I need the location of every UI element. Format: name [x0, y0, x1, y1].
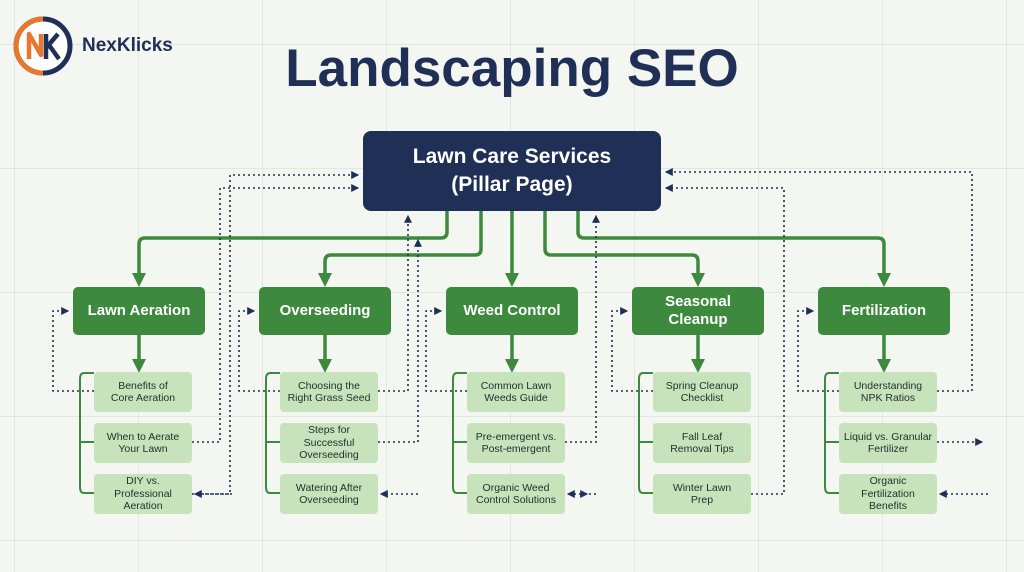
subtopic-node: Pre-emergent vs.Post-emergent: [467, 423, 565, 463]
subtopic-label: Pre-emergent vs.: [475, 430, 557, 443]
subtopic-label: Winter Lawn: [672, 481, 732, 494]
subtopic-label: Choosing the: [298, 379, 360, 392]
subtopic-label: Core Aeration: [110, 392, 176, 404]
subtopic-label: Your Lawn: [118, 443, 168, 455]
subtopic-label: Control Solutions: [476, 494, 556, 506]
nexklicks-logo-icon: [13, 16, 73, 76]
category-node: Fertilization: [818, 287, 950, 335]
category-label: Seasonal: [665, 293, 731, 310]
subtopic-bracket-line: [452, 372, 467, 494]
subtopic-label: Benefits: [869, 500, 907, 513]
subtopic-label: DIY vs.: [126, 475, 160, 488]
subtopic-label: When to Aerate: [106, 430, 180, 443]
pillar-to-category-arrow: [132, 211, 449, 287]
category-label: Lawn Aeration: [87, 302, 191, 319]
subtopic-label: Checklist: [680, 392, 724, 404]
subtopic-label: Professional: [114, 487, 172, 500]
pillar-to-category-arrow: [576, 211, 891, 287]
pillar-title: Lawn Care Services: [412, 145, 612, 168]
category-node: Lawn Aeration: [73, 287, 205, 335]
pillar-page-node: Lawn Care Services (Pillar Page): [363, 131, 661, 211]
brand-name: NexKlicks: [82, 35, 173, 56]
subtopic-label: Organic Weed: [482, 481, 550, 494]
internal-link-to-pillar: [565, 214, 600, 443]
subtopic-label: Aeration: [123, 500, 163, 513]
internal-link-to-pillar: [664, 168, 973, 392]
subtopic-label: Post-emergent: [481, 443, 551, 455]
nexklicks-logo: NexKlicks: [12, 15, 173, 77]
subtopic-label: Liquid vs. Granular: [843, 430, 933, 443]
subtopic-label: NPK Ratios: [860, 392, 916, 404]
internal-link-to-category: [238, 307, 280, 392]
subtopic-bracket-line: [824, 372, 839, 494]
subtopic-label: Understanding: [853, 379, 923, 392]
category-node: Overseeding: [259, 287, 391, 335]
subtopic-bracket-line: [79, 372, 94, 494]
category-node: Weed Control: [446, 287, 578, 335]
subtopic-label: Weeds Guide: [484, 392, 548, 404]
subtopic-bracket-line: [638, 372, 653, 494]
subtopic-label: Fertilizer: [867, 443, 909, 455]
internal-link-to-category: [797, 307, 839, 392]
subtopic-label: Benefits of: [118, 379, 168, 392]
subtopic-label: Removal Tips: [670, 443, 734, 455]
page-title: Landscaping SEO: [285, 39, 739, 98]
category-label: Overseeding: [279, 302, 371, 319]
category-label: Weed Control: [463, 302, 561, 319]
internal-link-to-pillar: [378, 238, 422, 443]
subtopic-label: Prep: [690, 494, 714, 506]
subtopic-label: Fertilization: [861, 487, 915, 500]
pillar-to-category-arrow: [318, 211, 483, 287]
internal-link-to-pillar: [378, 214, 412, 392]
pillar-subtitle: (Pillar Page): [451, 173, 573, 196]
internal-link-to-category: [425, 307, 467, 392]
subtopic-label: Organic: [869, 475, 907, 488]
internal-link-to-pillar: [192, 184, 360, 443]
subtopic-label: Steps for: [307, 424, 351, 437]
subtopic-label: Watering After: [295, 481, 363, 494]
internal-link-to-pillar: [192, 171, 360, 495]
subtopic-label: Fall Leaf: [681, 430, 723, 443]
category-label: Cleanup: [668, 311, 728, 328]
subtopic-label: Successful: [303, 436, 355, 449]
subtopic-label: Right Grass Seed: [287, 392, 371, 404]
subtopic-label: Common Lawn: [480, 379, 552, 392]
subtopic-label: Overseeding: [299, 449, 359, 462]
internal-link-to-category: [52, 307, 94, 392]
pillar-to-category-arrow: [543, 211, 705, 287]
subtopic-label: Spring Cleanup: [665, 379, 739, 392]
category-label: Fertilization: [841, 302, 927, 319]
subtopic-label: Overseeding: [299, 494, 359, 506]
internal-link-to-category: [611, 307, 653, 392]
subtopic-bracket-line: [265, 372, 280, 494]
internal-link-to-pillar: [664, 184, 785, 495]
